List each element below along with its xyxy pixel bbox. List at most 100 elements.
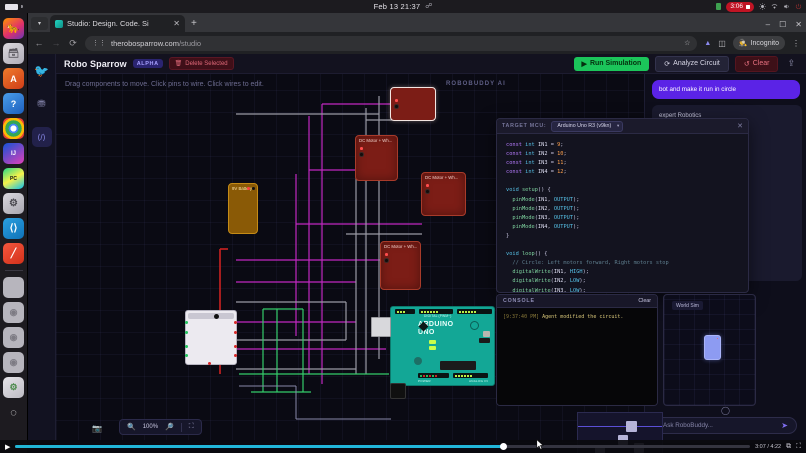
close-window-button[interactable]: ✕ [795,20,802,29]
video-progress-bar[interactable] [15,443,751,451]
motor-pin-negative[interactable] [359,152,364,157]
motor-pin-positive[interactable] [360,147,363,150]
arduino-digital-header-mid[interactable] [419,309,453,314]
play-icon[interactable]: ▶ [5,443,11,451]
video-progress-handle[interactable] [500,443,508,451]
tab-search-button[interactable]: ▾ [31,17,48,30]
motor-pin-negative[interactable] [394,104,399,109]
dock-item-show-applications[interactable]: ◌ [3,402,24,423]
dock-item-window-2[interactable]: ◉ [3,302,24,323]
motor-pin-positive[interactable] [395,99,398,102]
battery-pin-positive[interactable] [247,187,250,190]
dock-item-software-center[interactable]: ⚙ [3,377,24,398]
chat-input[interactable]: Ask RoboBuddy... ➤ [654,417,797,434]
arduino-analog-header[interactable] [453,373,488,378]
component-dc-motor-4[interactable]: DC Motor + Wh... [380,241,421,290]
dock-item-settings[interactable]: ⚙ [3,193,24,214]
browser-tab-strip: ▾ Studio: Design. Code. Si ✕ + – ☐ ✕ [28,13,806,32]
browser-tab[interactable]: Studio: Design. Code. Si ✕ [50,15,185,32]
dock-item-files[interactable]: 🗃 [3,43,24,64]
zoom-out-icon[interactable]: 🔍 [127,424,136,431]
os-clock-area[interactable]: Feb 13 21:37 ☍ [0,0,806,13]
zoom-in-icon[interactable]: 🔎 [165,424,174,431]
analyze-circuit-button[interactable]: ⟳ Analyze Circuit [655,55,729,72]
kebab-menu-icon[interactable]: ⋮ [792,38,800,48]
dock-item-text-editor[interactable]: A [3,68,24,89]
fullscreen-icon[interactable]: ⛶ [796,442,801,450]
dock-item-intellij-idea[interactable]: IJ [3,143,24,164]
component-dc-motor-1[interactable] [390,87,436,121]
driver-pin-4[interactable] [185,354,188,357]
close-editor-icon[interactable]: ✕ [737,123,743,130]
world-sim-panel[interactable]: World Sim [663,294,756,406]
dock-item-window-3[interactable]: ◉ [3,327,24,348]
dock-item-recorder[interactable]: ╱ [3,243,24,264]
dock-item-firefox[interactable]: 🐆 [3,18,24,39]
url-domain: therobosparrow.com [111,38,179,48]
dock-item-help[interactable]: ? [3,93,24,114]
export-icon[interactable]: ⇪ [787,58,795,68]
dock-item-vs-code[interactable]: ⟨⟩ [3,218,24,239]
stop-recording-icon[interactable] [746,4,750,9]
reload-button[interactable]: ⟳ [69,37,77,48]
motor-pin-positive[interactable] [385,253,388,256]
split-view-icon[interactable]: ◫ [718,38,726,48]
driver-pin-9[interactable] [208,362,211,365]
incognito-indicator[interactable]: 🕵 Incognito [732,36,785,50]
driver-pin-7[interactable] [234,345,237,348]
driver-pin-2[interactable] [185,331,188,334]
dock-item-pycharm[interactable]: PC [3,168,24,189]
forward-button[interactable]: → [51,38,61,48]
component-9v-battery[interactable]: 9V Battery [228,183,258,234]
intellij-icon: IJ [10,150,16,157]
maximize-button[interactable]: ☐ [779,20,787,29]
tab-close-icon[interactable]: ✕ [173,18,180,28]
power-icon[interactable] [795,3,802,10]
battery-pin-negative[interactable] [252,187,255,190]
camera-icon[interactable]: 📷 [92,424,102,433]
rail-item-code-editor[interactable]: ⟨/⟩ [31,127,52,147]
rail-item-components[interactable]: ⛃ [37,98,46,110]
driver-pin-6[interactable] [234,331,237,334]
component-dc-motor-2[interactable]: DC Motor + Wh... [355,135,398,181]
arduino-power-jack [390,383,406,399]
screen-recording-indicator[interactable]: 3:06 [726,1,754,12]
driver-pin-5[interactable] [234,321,237,324]
component-motor-driver[interactable] [185,310,237,365]
motor-pin-negative[interactable] [384,258,389,263]
arduino-digital-header-left[interactable] [395,309,415,314]
extension-icon[interactable]: ▲ [704,39,712,47]
dock-item-chrome[interactable] [3,118,24,139]
mcu-select[interactable]: Arduino Uno R3 (v9kn) ▾ [551,120,624,132]
world-sim-label: World Sim [672,301,703,310]
picture-in-picture-icon[interactable]: ⧉ [786,442,792,450]
new-tab-button[interactable]: + [191,18,197,29]
motor-pin-positive[interactable] [426,184,429,187]
back-button[interactable]: ← [34,38,44,48]
arduino-digital-header-right[interactable] [457,309,492,314]
driver-pin-1[interactable] [185,321,188,324]
code-content[interactable]: const int IN1 = 9; const int IN2 = 10; c… [506,142,669,293]
driver-pin-3[interactable] [185,345,188,348]
sim-robot[interactable] [704,335,721,360]
motor-pin-negative[interactable] [425,189,430,194]
address-bar[interactable]: ⋮⋮ therobosparrow.com/studio ☆ [85,35,698,51]
code-editor-panel[interactable]: TARGET MCU: Arduino Uno R3 (v9kn) ▾ ✕ co… [496,118,749,293]
component-dc-motor-3[interactable]: DC Motor + Wh... [421,172,466,216]
dock-item-window-4[interactable]: ◉ [3,352,24,373]
dock-item-window-1[interactable] [3,277,24,298]
bookmark-star-icon[interactable]: ☆ [684,40,691,47]
run-simulation-button[interactable]: ▶ Run Simulation [573,56,650,71]
fit-screen-icon[interactable]: ⛶ [188,423,194,430]
site-info-icon[interactable]: ⋮⋮ [92,40,106,47]
delete-selected-button[interactable]: 🗑 Delete Selected [168,57,234,70]
console-clear-button[interactable]: Clear [638,298,651,304]
driver-pin-8[interactable] [234,354,237,357]
sim-block [626,421,637,432]
minimize-button[interactable]: – [765,20,771,29]
send-icon[interactable]: ➤ [781,421,788,430]
attachment-icon[interactable]: ◯ [721,406,730,415]
arduino-power-header[interactable] [418,373,449,378]
clear-button[interactable]: ↺ Clear [734,55,779,72]
